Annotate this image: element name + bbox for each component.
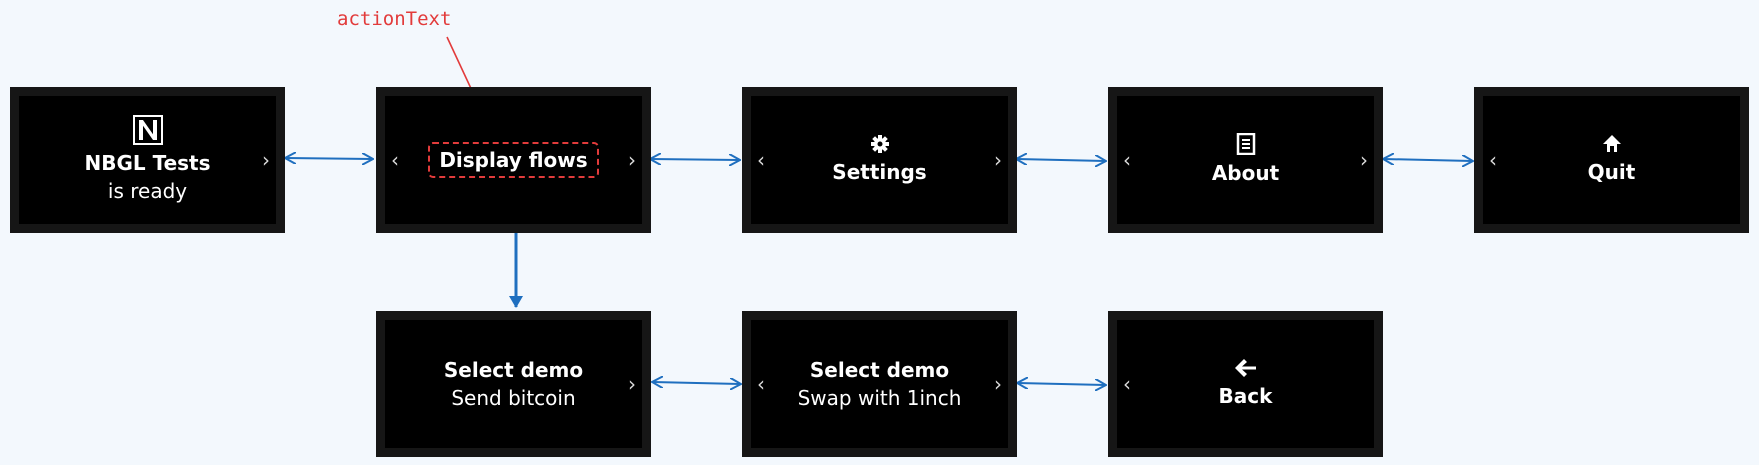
screen-title: NBGL Tests — [84, 151, 211, 175]
screen-display-flows: Display flows ‹ › — [376, 87, 651, 233]
nav-left-icon[interactable]: ‹ — [757, 148, 765, 172]
link-arrow-6-7 — [653, 382, 740, 384]
back-arrow-icon — [1234, 358, 1257, 378]
annotation-label: actionText — [337, 8, 452, 30]
gear-icon — [870, 134, 890, 154]
nav-right-icon[interactable]: › — [262, 148, 270, 172]
screen-select-demo-1: Select demo Send bitcoin › — [376, 311, 651, 457]
screen-quit: Quit ‹ — [1474, 87, 1749, 233]
screen-select-demo-2: Select demo Swap with 1inch ‹ › — [742, 311, 1017, 457]
nano-logo-icon — [132, 115, 163, 145]
link-arrow-2-3 — [651, 159, 739, 160]
nav-left-icon[interactable]: ‹ — [1489, 148, 1497, 172]
nav-left-icon[interactable]: ‹ — [1123, 372, 1131, 396]
nav-right-icon[interactable]: › — [628, 148, 636, 172]
screen-about: About ‹ › — [1108, 87, 1383, 233]
screen-home: NBGL Tests is ready › — [10, 87, 285, 233]
screen-title: Settings — [832, 160, 927, 184]
screen-title: Back — [1218, 384, 1273, 408]
action-text[interactable]: Display flows — [428, 142, 599, 178]
screen-title: Quit — [1587, 160, 1636, 184]
nav-right-icon[interactable]: › — [628, 372, 636, 396]
nav-right-icon[interactable]: › — [1360, 148, 1368, 172]
link-arrow-3-4 — [1017, 159, 1105, 161]
link-arrow-4-5 — [1384, 159, 1472, 161]
nav-right-icon[interactable]: › — [994, 148, 1002, 172]
screen-subtitle: Send bitcoin — [451, 386, 576, 410]
home-icon — [1602, 134, 1622, 154]
nav-left-icon[interactable]: ‹ — [757, 372, 765, 396]
nav-right-icon[interactable]: › — [994, 372, 1002, 396]
screen-subtitle: Swap with 1inch — [797, 386, 962, 410]
screen-title: Select demo — [809, 358, 950, 382]
link-arrow-1-2 — [286, 158, 372, 159]
screen-settings: Settings ‹ › — [742, 87, 1017, 233]
screen-subtitle: is ready — [107, 179, 188, 203]
screen-title: About — [1211, 161, 1280, 185]
nav-left-icon[interactable]: ‹ — [391, 148, 399, 172]
nav-left-icon[interactable]: ‹ — [1123, 148, 1131, 172]
screen-back: Back ‹ — [1108, 311, 1383, 457]
link-arrow-7-8 — [1018, 383, 1105, 385]
document-icon — [1236, 132, 1256, 156]
screen-title: Select demo — [443, 358, 584, 382]
